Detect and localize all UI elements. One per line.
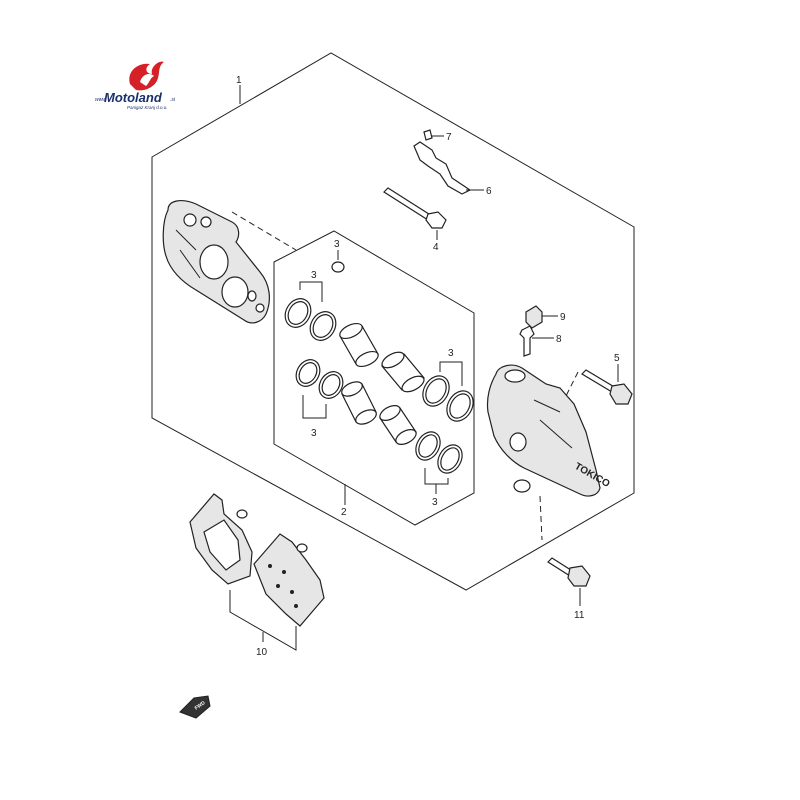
motoland-logo: www. Motoland .si Panigaz Kranj d.o.o. (95, 61, 176, 110)
bracket-3b (299, 281, 323, 302)
logo-tagline: Panigaz Kranj d.o.o. (127, 105, 168, 110)
small-seal-3 (331, 261, 345, 273)
logo-suffix: .si (170, 97, 176, 103)
callout-3d: 3 (448, 348, 454, 359)
flame-icon (129, 61, 164, 91)
dash-leader-caliper-bolt (539, 495, 543, 541)
callout-6: 6 (486, 186, 492, 197)
bleeder-cap-9 (525, 305, 558, 329)
dash-leader-bolt-5 (563, 371, 579, 401)
brake-pad-left (189, 493, 253, 585)
callout-4: 4 (433, 242, 439, 253)
logo-name: Motoland (104, 90, 163, 105)
pad-pin-4 (383, 187, 447, 240)
bracket-10 (229, 590, 297, 651)
brake-pad-right (253, 533, 325, 627)
pad-spring-6 (413, 141, 484, 195)
assembly-frame-1 (151, 52, 635, 591)
callout-1: 1 (236, 75, 242, 86)
bracket-3c (302, 395, 327, 419)
piston-lower-left (341, 381, 377, 425)
caliper-half-right: TOKICO (486, 364, 612, 497)
callout-9: 9 (560, 312, 566, 323)
piston-seals-upper-left (284, 298, 337, 341)
callout-5: 5 (614, 353, 620, 364)
piston-seals-upper-right (422, 375, 474, 422)
callout-8: 8 (556, 334, 562, 345)
mounting-bolt-11 (547, 557, 591, 606)
fwd-label: FWD (194, 700, 207, 712)
piston-upper-left (339, 322, 379, 368)
piston-lower-right (379, 405, 417, 445)
callout-3b: 3 (311, 270, 317, 281)
piston-seals-lower-right (415, 431, 463, 474)
bleeder-valve-8 (519, 325, 554, 357)
forward-arrow-icon: FWD (179, 695, 211, 719)
callout-10: 10 (256, 647, 268, 658)
bolt-5 (581, 364, 633, 405)
logo-prefix: www. (95, 97, 107, 103)
callout-7: 7 (446, 132, 452, 143)
screw-7 (423, 129, 444, 141)
bracket-3d (439, 361, 463, 386)
callout-3a: 3 (334, 239, 340, 250)
seal-kit-frame-2 (273, 230, 475, 526)
caliper-half-left (162, 200, 270, 324)
callout-2: 2 (341, 507, 347, 518)
callout-3c: 3 (311, 428, 317, 439)
piston-seals-lower-left (295, 359, 344, 399)
piston-upper-right (381, 351, 425, 393)
callout-11: 11 (574, 610, 585, 621)
dash-leader-left-caliper (231, 211, 297, 251)
callout-3e: 3 (432, 497, 438, 508)
